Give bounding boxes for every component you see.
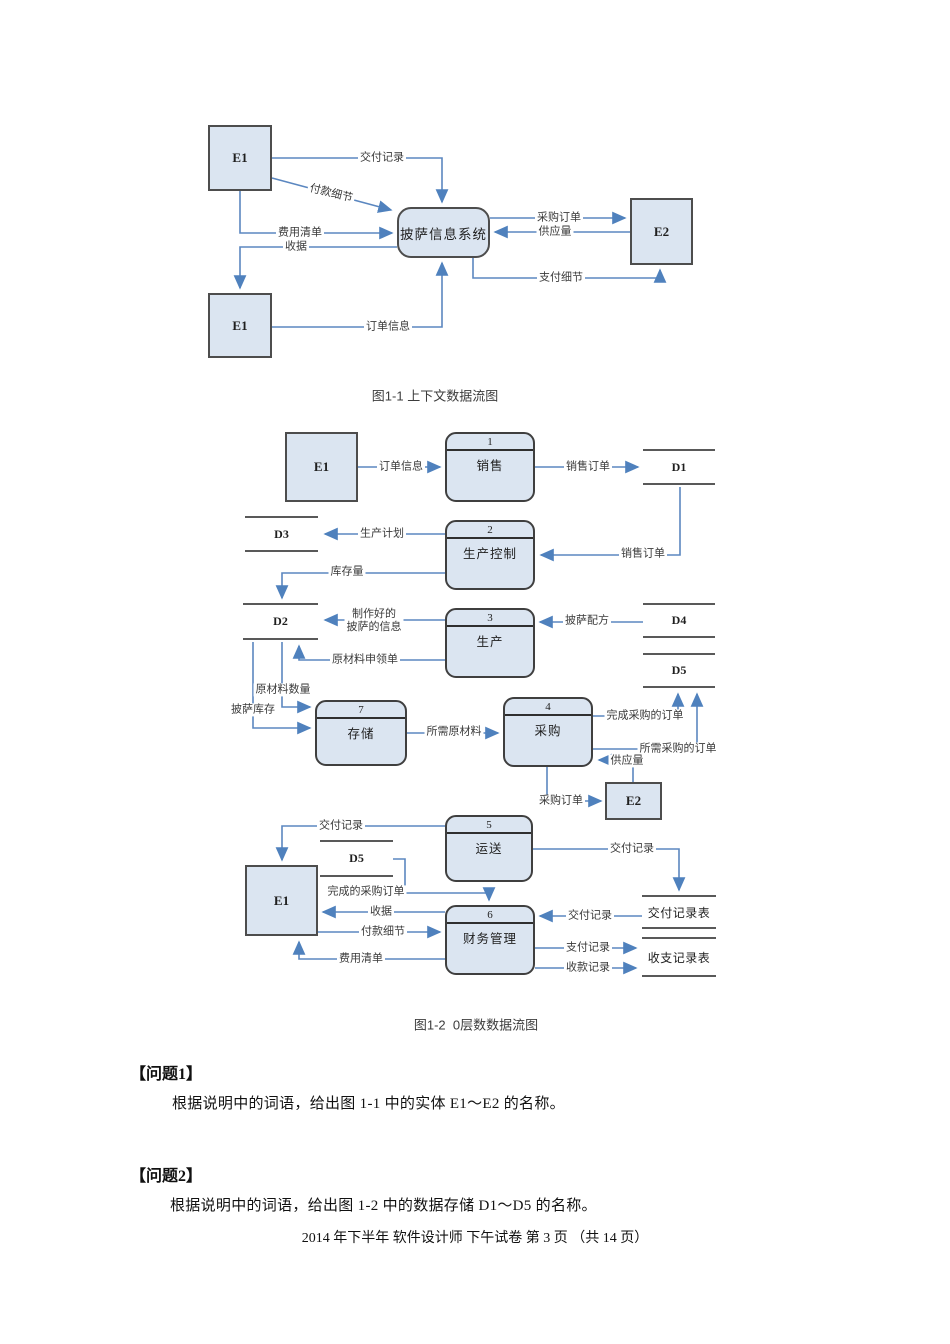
process-number: 1 xyxy=(447,434,533,451)
fig1-flow-label-supply-qty: 供应量 xyxy=(536,225,574,239)
fig2-process-production: 3 生产 xyxy=(445,608,535,678)
fig2-flow-label-needed-materials: 所需原材料 xyxy=(424,725,484,739)
fig1-flow-label-pay-details: 支付细节 xyxy=(537,271,585,285)
fig2-flow-label-receipt: 收据 xyxy=(368,905,394,919)
process-name: 运送 xyxy=(475,842,503,856)
fig2-process-delivery: 5 运送 xyxy=(445,815,533,882)
fig1-flow-label-expense-list: 费用清单 xyxy=(276,226,324,240)
flow-line-receipt xyxy=(233,246,397,290)
fig1-flow-label-delivery-record: 交付记录 xyxy=(358,151,406,165)
flow-line-delivery-record xyxy=(272,157,449,204)
fig2-flow-label-purchase-order: 采购订单 xyxy=(537,794,585,808)
fig1-flow-label-order-info: 订单信息 xyxy=(364,320,412,334)
process-number: 7 xyxy=(317,702,405,719)
fig2-caption: 图1-2 0层数数据流图 xyxy=(413,1017,539,1033)
fig1-entity-e1-bottom: E1 xyxy=(208,293,272,358)
fig2-flow-label-needed-purchase-order: 所需采购的订单 xyxy=(637,742,719,756)
fig2-flow-label-payment-record: 支付记录 xyxy=(564,941,612,955)
process-number: 4 xyxy=(505,699,591,716)
fig2-store-d4: D4 xyxy=(643,603,715,638)
fig2-process-finance: 6 财务管理 xyxy=(445,905,535,975)
flow-line-order-info xyxy=(272,261,449,328)
fig2-process-sales: 1 销售 xyxy=(445,432,535,502)
flow-line-expense-list-2 xyxy=(292,940,445,960)
fig2-store-d5-right: D5 xyxy=(643,653,715,688)
fig2-store-d5-left: D5 xyxy=(320,840,393,877)
process-name: 生产 xyxy=(476,635,504,649)
question-1-heading: 【问题1】 xyxy=(130,1066,203,1083)
process-number: 2 xyxy=(447,522,533,539)
fig2-entity-e1-a: E1 xyxy=(285,432,358,502)
fig2-flow-label-order-info: 订单信息 xyxy=(377,460,425,474)
question-1-body: 根据说明中的词语，给出图 1-1 中的实体 E1～E2 的名称。 xyxy=(172,1096,565,1112)
fig2-flow-label-delivery-record-left: 交付记录 xyxy=(317,819,365,833)
fig2-flow-label-pizza-stock: 披萨库存 xyxy=(229,703,277,717)
question-2-heading: 【问题2】 xyxy=(130,1168,203,1185)
fig2-flow-label-pizza-made-info: 制作好的 披萨的信息 xyxy=(344,607,404,635)
flow-line-pizza-stock xyxy=(252,642,312,735)
fig2-store-balance-record-table: 收支记录表 xyxy=(642,937,716,977)
fig1-flow-label-purchase-order: 采购订单 xyxy=(535,211,583,225)
fig2-flow-label-production-plan: 生产计划 xyxy=(358,527,406,541)
fig2-flow-label-delivery-record-right: 交付记录 xyxy=(608,842,656,856)
fig2-process-purchasing: 4 采购 xyxy=(503,697,593,767)
flow-line-material-qty xyxy=(281,642,312,714)
fig2-store-d1: D1 xyxy=(643,449,715,485)
question-2-body: 根据说明中的词语，给出图 1-2 中的数据存储 D1～D5 的名称。 xyxy=(170,1198,597,1214)
fig2-flow-label-completed-purchase-order: 完成采购的订单 xyxy=(604,709,686,723)
fig2-process-storage: 7 存储 xyxy=(315,700,407,766)
fig1-process-pizza-info-system: 披萨信息系统 xyxy=(397,207,490,258)
fig2-entity-e2: E2 xyxy=(605,782,662,820)
fig1-flow-label-receipt: 收据 xyxy=(283,240,309,254)
flow-line-expense-list xyxy=(239,191,394,240)
process-number: 6 xyxy=(447,907,533,924)
flow-line-delivery-record-left xyxy=(275,825,445,862)
fig2-process-production-control: 2 生产控制 xyxy=(445,520,535,590)
fig2-flow-label-inventory-qty: 库存量 xyxy=(328,565,366,579)
process-name: 财务管理 xyxy=(462,932,517,946)
flow-line-sales-order-2 xyxy=(539,487,681,562)
fig2-store-delivery-record-table: 交付记录表 xyxy=(642,895,716,929)
fig2-store-d2: D2 xyxy=(243,603,318,640)
process-name: 生产控制 xyxy=(462,547,517,561)
fig1-entity-e2: E2 xyxy=(630,198,693,265)
fig2-flow-label-payment-details: 付款细节 xyxy=(359,925,407,939)
fig2-flow-label-material-qty: 原材料数量 xyxy=(253,683,313,697)
fig1-entity-e1-top: E1 xyxy=(208,125,272,191)
flow-line-inventory-qty xyxy=(275,572,445,600)
fig2-flow-label-supply-qty: 供应量 xyxy=(608,754,646,768)
flow-line-delivery-record-right xyxy=(533,848,686,892)
fig2-entity-e1-b: E1 xyxy=(245,865,318,936)
process-number: 5 xyxy=(447,817,531,834)
fig2-flow-label-expense-list: 费用清单 xyxy=(337,952,385,966)
fig2-flow-label-completed-order-2: 完成的采购订单 xyxy=(325,885,407,899)
fig2-flow-label-sales-order-1: 销售订单 xyxy=(564,460,612,474)
process-name: 存储 xyxy=(347,727,375,741)
fig2-store-d3: D3 xyxy=(245,516,318,552)
process-number: 3 xyxy=(447,610,533,627)
process-name: 采购 xyxy=(534,724,562,738)
fig2-flow-label-sales-order-2: 销售订单 xyxy=(619,547,667,561)
process-name: 销售 xyxy=(476,459,504,473)
fig1-caption: 图1-1 上下文数据流图 xyxy=(371,388,499,404)
fig2-flow-label-delivery-record-in: 交付记录 xyxy=(566,909,614,923)
fig2-flow-label-material-requisition: 原材料申领单 xyxy=(330,653,400,667)
fig2-flow-label-pizza-recipe: 披萨配方 xyxy=(563,614,611,628)
fig2-flow-label-receipt-record: 收款记录 xyxy=(564,961,612,975)
page-footer: 2014 年下半年 软件设计师 下午试卷 第 3 页 （共 14 页） xyxy=(301,1231,649,1246)
